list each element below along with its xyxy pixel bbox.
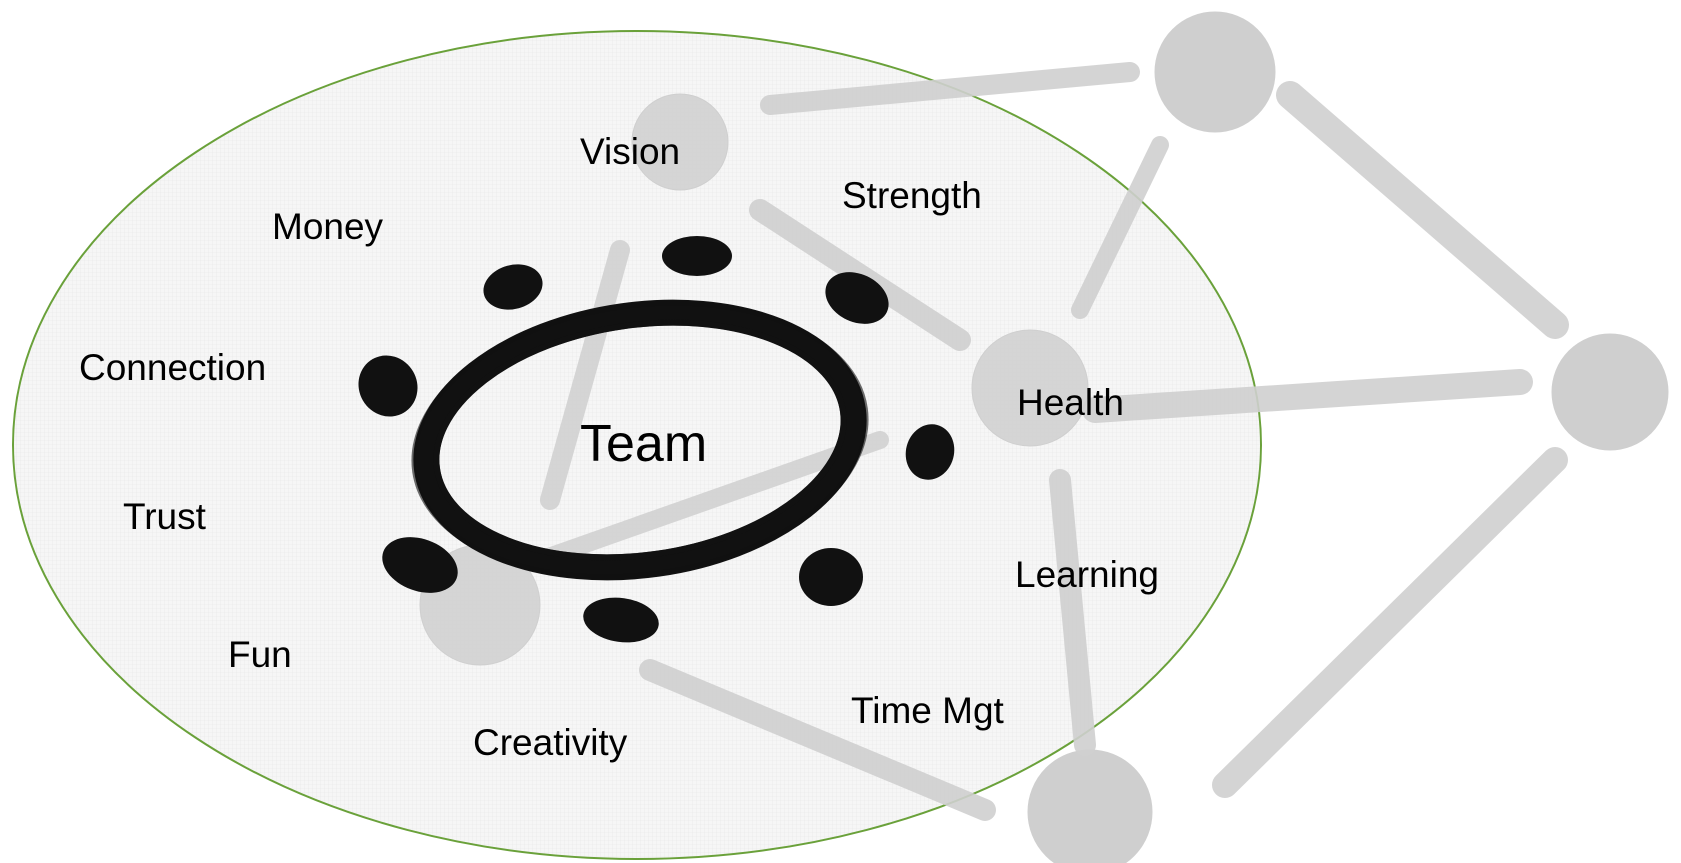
network-link xyxy=(760,62,1140,115)
value-label-money: Money xyxy=(272,206,384,247)
network-node-right xyxy=(1551,333,1669,451)
network-link xyxy=(1276,81,1569,339)
value-label-connection: Connection xyxy=(79,347,267,388)
member-dot xyxy=(382,537,458,593)
network-link xyxy=(1212,447,1568,798)
network-link xyxy=(1082,369,1533,423)
network-graphic xyxy=(419,11,1669,863)
member-dot xyxy=(483,264,543,310)
value-label-fun: Fun xyxy=(228,634,292,675)
center-label: Team xyxy=(580,415,708,473)
network-link xyxy=(540,240,630,510)
value-label-time-mgt: Time Mgt xyxy=(851,690,1004,731)
member-dot xyxy=(905,424,955,480)
member-dot xyxy=(358,355,418,417)
value-label-trust: Trust xyxy=(123,496,206,537)
network-node-inner-top xyxy=(631,93,729,191)
team-member-dots xyxy=(358,236,955,643)
value-label-strength: Strength xyxy=(842,175,982,216)
member-dot xyxy=(662,236,732,276)
value-label-learning: Learning xyxy=(1015,554,1160,595)
value-label-creativity: Creativity xyxy=(473,722,628,763)
member-dot xyxy=(583,597,659,643)
network-node-bottom xyxy=(1027,749,1153,863)
team-ring xyxy=(411,299,869,581)
network-node-top xyxy=(1154,11,1276,133)
member-dot xyxy=(799,548,863,606)
network-link xyxy=(639,659,996,821)
network-link xyxy=(1049,469,1096,756)
value-label-vision: Vision xyxy=(580,131,681,172)
network-node-inner-right xyxy=(971,329,1089,447)
member-dot xyxy=(825,272,889,324)
network-link xyxy=(1071,136,1169,319)
value-label-health: Health xyxy=(1017,382,1124,423)
network-link xyxy=(531,431,889,569)
outer-ellipse xyxy=(12,30,1262,860)
